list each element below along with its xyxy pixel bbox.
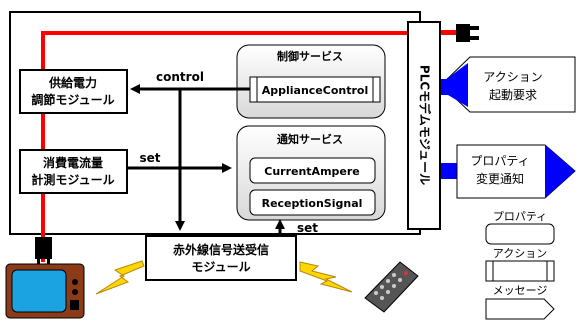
control-arrow-label: control <box>156 70 204 84</box>
property-current-ampere: CurrentAmpere <box>264 165 360 178</box>
ir-lightning-left-icon <box>95 260 145 295</box>
plc-modem-module-label: PLCモデムモジュール <box>418 65 433 185</box>
legend-action-label: アクション <box>493 247 547 260</box>
supply-power-module-line1: 供給電力 <box>48 75 97 90</box>
current-measure-module: 消費電流量 計測モジュール <box>19 149 128 194</box>
set-arrow-bottom-label: set <box>297 221 318 235</box>
ir-transceiver-module-line2: モジュール <box>191 260 250 274</box>
legend-property-label: プロパティ <box>493 210 547 223</box>
legend-message-label: メッセージ <box>493 284 548 297</box>
remote-control-icon <box>360 256 419 313</box>
supply-power-module: 供給電力 調節モジュール <box>19 69 128 114</box>
action-request-line1: アクション <box>483 70 542 84</box>
ir-transceiver-module-line1: 赤外線信号送受信 <box>173 242 269 257</box>
television-icon <box>5 263 85 319</box>
action-request-arrow: アクション 起動要求 <box>440 56 576 113</box>
tv-plug-icon <box>35 237 52 265</box>
current-measure-module-line1: 消費電流量 <box>43 155 103 170</box>
property-notify-line1: プロパティ <box>470 154 529 168</box>
legend-message-shape <box>485 298 555 320</box>
ir-transceiver-module: 赤外線信号送受信 モジュール <box>145 235 297 281</box>
set-arrow-top-label: set <box>139 151 160 165</box>
property-notify-arrow: プロパティ 変更通知 <box>441 144 576 199</box>
legend: プロパティ アクション メッセージ <box>485 210 555 320</box>
action-appliance-control: ApplianceControl <box>262 84 369 97</box>
ir-lightning-right-icon <box>299 261 353 293</box>
control-service: 制御サービス ApplianceControl <box>236 44 386 119</box>
supply-power-module-line2: 調節モジュール <box>31 92 114 107</box>
action-request-line2: 起動要求 <box>489 88 537 102</box>
notify-service: 通知サービス CurrentAmpere ReceptionSignal <box>236 125 386 221</box>
current-measure-module-line2: 計測モジュール <box>31 172 114 187</box>
power-plug-icon <box>456 24 479 42</box>
legend-action-shape <box>485 260 555 282</box>
legend-property-shape <box>485 223 555 245</box>
property-reception-signal: ReceptionSignal <box>262 197 363 210</box>
control-service-title: 制御サービス <box>277 49 343 63</box>
property-notify-line2: 変更通知 <box>476 171 524 186</box>
plc-modem-module: PLCモデムモジュール <box>407 21 441 230</box>
power-line-right <box>430 30 458 35</box>
notify-service-title: 通知サービス <box>277 132 343 146</box>
